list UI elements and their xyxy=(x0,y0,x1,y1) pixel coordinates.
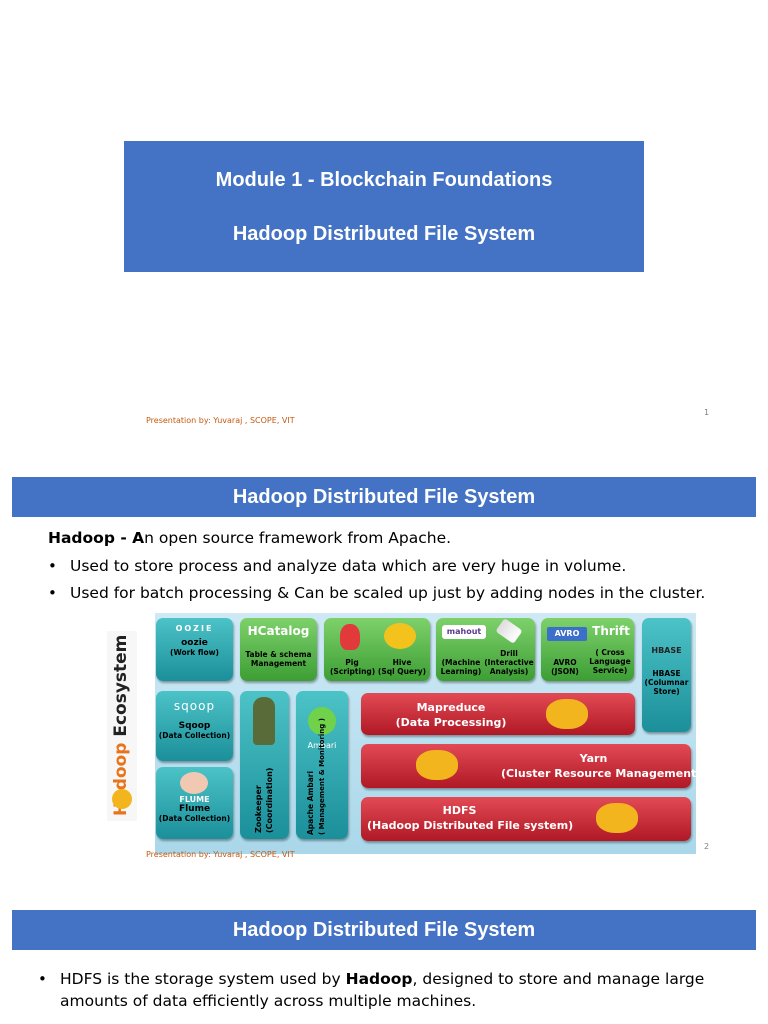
avro-label: AVRO (JSON) xyxy=(543,658,587,676)
sqoop-name: Sqoop xyxy=(178,721,211,731)
mahout-label: (Machine Learning) xyxy=(438,658,484,676)
avro-logo: AVRO xyxy=(547,627,587,641)
hbase-sub: (Columnar Store) xyxy=(644,678,689,696)
slide2-bullet-2: •Used for batch processing & Can be scal… xyxy=(48,584,706,602)
hcatalog-tile: HCatalog Table & schema Management xyxy=(240,618,317,681)
ambari-logo: Ambari xyxy=(307,741,337,750)
avro-name: AVRO xyxy=(553,658,577,667)
slide2-intro-rest: n open source framework from Apache. xyxy=(144,529,452,547)
elephant-icon xyxy=(416,750,458,780)
mahout-sub: (Machine Learning) xyxy=(440,658,482,676)
elephant-icon xyxy=(546,699,588,729)
slide2-bullet-2-text: Used for batch processing & Can be scale… xyxy=(70,584,706,602)
slide1-page-number: 1 xyxy=(704,408,710,417)
ambari-tile: Ambari Apache Ambari ( Management & Moni… xyxy=(296,691,348,839)
mapreduce-bar: Mapreduce (Data Processing) xyxy=(361,693,635,735)
hive-label: Hive (Sql Query) xyxy=(376,658,428,676)
slide2-intro-bold: Hadoop - A xyxy=(48,529,145,547)
drill-sub: (Interactive Analysis) xyxy=(484,658,534,676)
pig-sub: (Scripting) xyxy=(330,667,376,676)
slide2-banner: Hadoop Distributed File System xyxy=(12,477,756,517)
pig-label: Pig (Scripting) xyxy=(330,658,376,676)
side-label-ecosystem: Ecosystem xyxy=(111,634,131,737)
ambari-icon xyxy=(308,707,336,735)
zookeeper-sub: (Coordination) xyxy=(265,767,274,833)
slide1-subtitle: Hadoop Distributed File System xyxy=(232,223,536,245)
slide3-bullet: • HDFS is the storage system used by Had… xyxy=(38,970,705,1010)
slide3-bullet-line1: HDFS is the storage system used by Hadoo… xyxy=(60,970,704,988)
zookeeper-tile: Zookeeper (Coordination) xyxy=(240,691,289,839)
slide3-bullet-bold: Hadoop xyxy=(345,970,413,988)
sqoop-logo: sqoop xyxy=(173,699,216,713)
yarn-sub: (Cluster Resource Management) xyxy=(501,767,702,780)
ambari-sub: ( Management & Monitoring ) xyxy=(318,718,326,835)
flume-logo: FLUME xyxy=(179,795,210,804)
flume-name: Flume xyxy=(178,804,211,814)
flume-icon xyxy=(180,772,208,794)
slide3-bullet-post: , designed to store and manage large xyxy=(412,970,705,988)
slide1-footer: Presentation by: Yuvaraj , SCOPE, VIT xyxy=(146,416,295,425)
pig-name: Pig xyxy=(345,658,359,667)
drill-name: Drill xyxy=(500,649,518,658)
hdfs-bar: HDFS (Hadoop Distributed File system) xyxy=(361,797,691,841)
hbase-logo: HBASE xyxy=(651,646,682,655)
drill-label: Drill (Interactive Analysis) xyxy=(484,649,534,676)
hdfs-sub: (Hadoop Distributed File system) xyxy=(367,819,574,832)
thrift-name: Thrift xyxy=(592,624,630,638)
mahout-logo: mahout xyxy=(442,625,486,639)
hive-sub: (Sql Query) xyxy=(377,667,427,676)
oozie-name: oozie xyxy=(181,638,208,648)
avro-thrift-tile: AVRO Thrift AVRO (JSON) ( Cross Language… xyxy=(541,618,634,681)
thrift-sub: ( Cross Language Service) xyxy=(589,648,631,675)
hbase-tile: HBASE HBASE (Columnar Store) xyxy=(642,618,691,732)
hcatalog-logo: HCatalog xyxy=(247,624,310,638)
slide3-bullet-line2: amounts of data efficiently across multi… xyxy=(60,992,477,1010)
ecosystem-side-label: Hadoop Ecosystem xyxy=(107,631,137,821)
elephant-icon xyxy=(112,789,132,809)
flume-sub: (Data Collection) xyxy=(158,814,231,823)
drill-icon xyxy=(495,618,523,644)
pig-hive-tile: Pig (Scripting) Hive (Sql Query) xyxy=(324,618,430,681)
hive-icon xyxy=(384,623,416,649)
yarn-name: Yarn xyxy=(579,752,608,765)
slide2-intro: Hadoop - An open source framework from A… xyxy=(48,529,451,547)
slide3-bullet-pre: HDFS is the storage system used by xyxy=(60,970,346,988)
oozie-tile: OOZIE oozie (Work flow) xyxy=(156,618,233,681)
slide2-bullet-1: •Used to store process and analyze data … xyxy=(48,557,627,575)
sqoop-tile: sqoop Sqoop (Data Collection) xyxy=(156,691,233,761)
mapreduce-sub: (Data Processing) xyxy=(395,716,507,729)
mapreduce-label: Mapreduce (Data Processing) xyxy=(381,700,521,730)
oozie-sub: (Work flow) xyxy=(170,648,219,657)
mapreduce-name: Mapreduce xyxy=(416,701,486,714)
hdfs-label: HDFS (Hadoop Distributed File system) xyxy=(367,803,574,833)
hcatalog-sub: Table & schema Management xyxy=(245,650,312,668)
elephant-icon xyxy=(596,803,638,833)
zookeeper-icon xyxy=(253,697,275,745)
hadoop-ecosystem-image: Hadoop Ecosystem OOZIE oozie (Work flow)… xyxy=(107,613,702,854)
slide2-page-number: 2 xyxy=(704,842,710,851)
slide1-title-box: Module 1 - Blockchain Foundations Hadoop… xyxy=(124,141,644,272)
slide2-bullet-1-text: Used to store process and analyze data w… xyxy=(70,557,627,575)
zookeeper-name: Zookeeper xyxy=(254,785,263,833)
oozie-logo: OOZIE xyxy=(175,624,214,633)
mahout-drill-tile: mahout (Machine Learning) Drill (Interac… xyxy=(436,618,535,681)
slide2-footer: Presentation by: Yuvaraj , SCOPE, VIT xyxy=(146,850,295,859)
pig-icon xyxy=(340,624,360,650)
hive-name: Hive xyxy=(392,658,412,667)
avro-sub: (JSON) xyxy=(551,667,579,676)
sqoop-sub: (Data Collection) xyxy=(158,731,231,740)
yarn-bar: Yarn (Cluster Resource Management) xyxy=(361,744,702,788)
hdfs-name: HDFS xyxy=(442,804,477,817)
hbase-name: HBASE xyxy=(652,669,681,678)
slide1-title: Module 1 - Blockchain Foundations xyxy=(215,169,553,191)
ambari-name: Apache Ambari xyxy=(306,770,315,835)
yarn-label: Yarn (Cluster Resource Management) xyxy=(501,751,702,781)
slide3-banner: Hadoop Distributed File System xyxy=(12,910,756,950)
flume-tile: FLUME Flume (Data Collection) xyxy=(156,767,233,839)
